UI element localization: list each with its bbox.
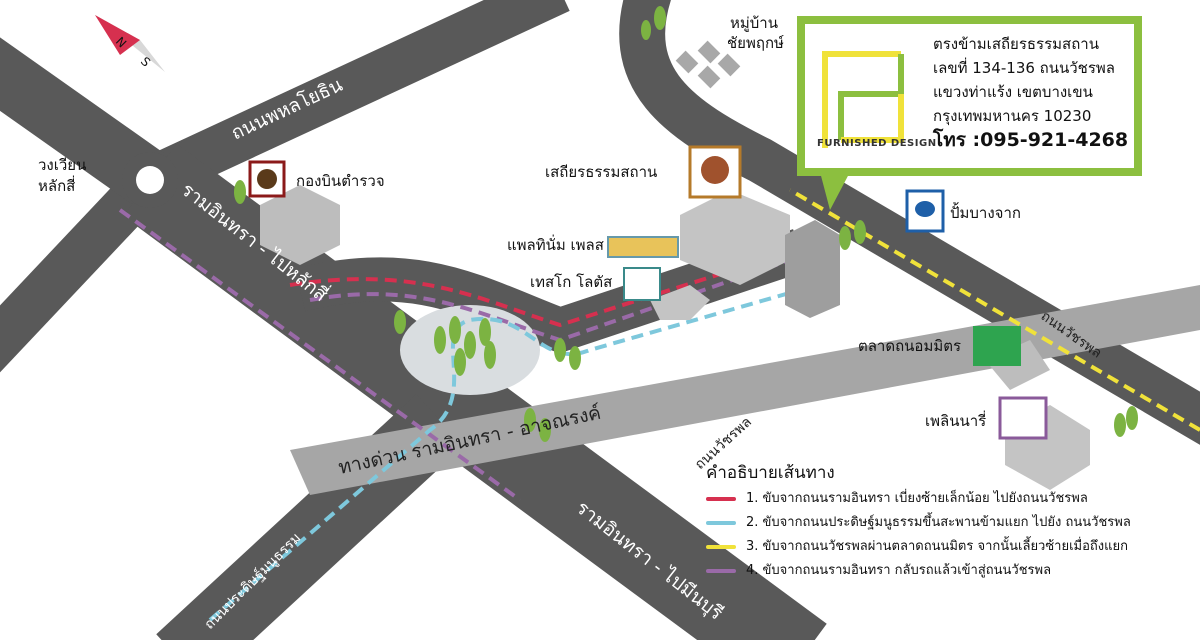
roundabout-island bbox=[136, 166, 164, 194]
building-sathira bbox=[680, 190, 790, 285]
info-line-4: กรุงเทพมหานคร 10230 bbox=[933, 107, 1092, 125]
label-platinum: แพลทินั่ม เพลส bbox=[507, 234, 604, 254]
legend-text: 4. ขับจากถนนรามอินทรา กลับรถแล้วเข้าสู่ถ… bbox=[746, 563, 1052, 578]
ploen-logo-icon bbox=[998, 396, 1048, 440]
landmark-icons bbox=[248, 145, 1048, 440]
label-police-aviation: กองบินตำรวจ bbox=[296, 172, 385, 190]
info-box-pointer bbox=[820, 172, 850, 210]
brand-name: FURNISHED DESIGN bbox=[817, 138, 937, 149]
compass-s: S bbox=[138, 54, 153, 69]
route-yellow bbox=[788, 188, 1200, 432]
label-village-1: หมู่บ้าน bbox=[730, 14, 778, 32]
road-phahonyothin bbox=[140, 0, 570, 201]
market-logo-icon bbox=[973, 326, 1021, 366]
legend-swatch-blue bbox=[706, 521, 736, 525]
expressway bbox=[290, 285, 1200, 495]
label-market: ตลาดถนอมมิตร bbox=[858, 337, 961, 355]
info-line-1: ตรงข้ามเสถียรธรรมสถาน bbox=[933, 35, 1099, 53]
legend-item-1: 1. ขับจากถนนรามอินทรา เบี่ยงซ้ายเล็กน้อย… bbox=[706, 488, 1198, 512]
legend-title: คำอธิบายเส้นทาง bbox=[706, 463, 835, 483]
label-circle-2: หลักสี่ bbox=[38, 175, 75, 195]
sathira-logo-icon bbox=[688, 145, 742, 199]
road-ram-inthra-nw bbox=[0, 37, 168, 205]
legend-text: 3. ขับจากถนนวัชรพลผ่านตลาดถนนมิตร จากนั้… bbox=[746, 539, 1129, 554]
info-phone[interactable]: โทร :095-921-4268 bbox=[933, 129, 1129, 151]
label-sathira: เสถียรธรรมสถาน bbox=[545, 163, 657, 181]
building-tower bbox=[785, 220, 840, 318]
compass-icon: N S bbox=[95, 15, 165, 72]
legend-swatch-yellow bbox=[706, 545, 736, 549]
furnished-design-logo bbox=[822, 51, 904, 148]
legend-item-2: 2. ขับจากถนนประดิษฐ์มนูธรรมขึ้นสะพานข้าม… bbox=[706, 512, 1198, 536]
building-police bbox=[260, 185, 340, 265]
label-ploen: เพลินนารี่ bbox=[925, 410, 986, 430]
legend-text: 1. ขับจากถนนรามอินทรา เบี่ยงซ้ายเล็กน้อย… bbox=[746, 491, 1088, 506]
legend-swatch-purple bbox=[706, 569, 736, 573]
village-houses bbox=[675, 40, 741, 89]
route-purple bbox=[118, 208, 791, 502]
info-box: FURNISHED DESIGN ตรงข้ามเสถียรธรรมสถาน เ… bbox=[797, 16, 1142, 176]
info-line-2: เลขที่ 134-136 ถนนวัชรพล bbox=[933, 59, 1115, 77]
trees bbox=[234, 6, 1138, 442]
legend-swatch-red bbox=[706, 497, 736, 501]
tesco-logo-icon bbox=[623, 267, 661, 301]
platinum-logo-icon bbox=[607, 236, 679, 258]
route-red bbox=[289, 253, 781, 328]
legend-item-3: 3. ขับจากถนนวัชรพลผ่านตลาดถนนมิตร จากนั้… bbox=[706, 536, 1198, 560]
legend-item-4: 4. ขับจากถนนรามอินทรา กลับรถแล้วเข้าสู่ถ… bbox=[706, 560, 1198, 584]
legend-text: 2. ขับจากถนนประดิษฐ์มนูธรรมขึ้นสะพานข้าม… bbox=[746, 515, 1131, 530]
police-logo-icon bbox=[248, 160, 286, 198]
info-line-3: แขวงท่าแร้ง เขตบางเขน bbox=[933, 83, 1093, 101]
building-tesco bbox=[650, 285, 710, 320]
label-circle-1: วงเวียน bbox=[38, 156, 86, 174]
route-blue bbox=[208, 288, 801, 622]
label-tesco: เทสโก โลตัส bbox=[530, 273, 612, 291]
route-legend: คำอธิบายเส้นทาง 1. ขับจากถนนรามอินทรา เบ… bbox=[706, 462, 1198, 584]
label-village-2: ชัยพฤกษ์ bbox=[727, 34, 784, 52]
label-bangchak: ปั้มบางจาก bbox=[950, 202, 1021, 222]
